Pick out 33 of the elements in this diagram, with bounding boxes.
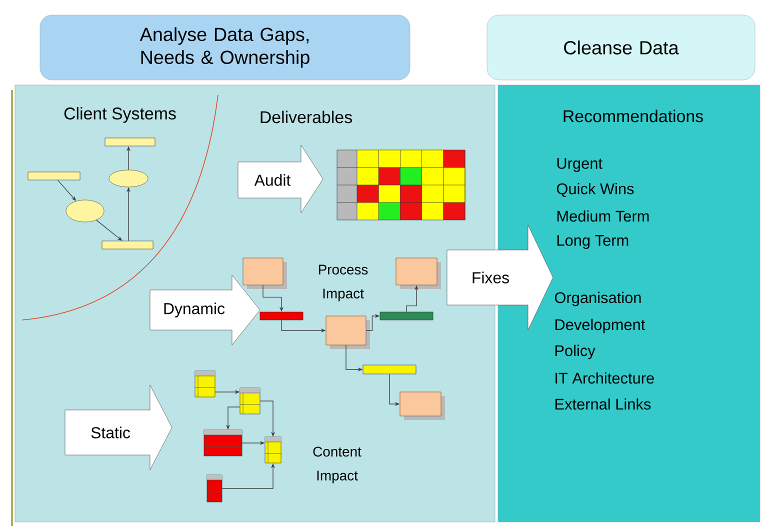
list-item: Medium Term xyxy=(557,210,649,222)
table-icon xyxy=(240,388,260,414)
bar-shape xyxy=(104,138,156,146)
section-heading: Recommendations xyxy=(564,110,703,122)
list-item: Development xyxy=(555,318,646,334)
header-banner: Cleanse Data xyxy=(486,14,756,80)
header-banner: Analyse Data Gaps, Needs & Ownership xyxy=(40,14,410,80)
process-box xyxy=(326,316,370,349)
section-heading: Deliverables xyxy=(260,110,352,124)
bar-shape xyxy=(380,312,434,320)
table-icon xyxy=(194,370,216,398)
bar-shape xyxy=(28,172,80,180)
bar-shape xyxy=(260,312,304,320)
table-icon xyxy=(264,436,282,464)
list-item: External Links xyxy=(555,398,651,410)
ellipse-shape xyxy=(66,200,104,222)
list-item: IT Architecture xyxy=(556,372,654,384)
process-box xyxy=(400,392,445,420)
bar-shape xyxy=(102,240,154,250)
table-icon xyxy=(206,474,222,502)
bar-shape xyxy=(362,364,416,374)
list-item: Policy xyxy=(555,344,596,360)
list-item: Quick Wins xyxy=(556,182,634,198)
list-item: Urgent xyxy=(557,158,602,172)
diagram-label: Process Impact xyxy=(318,264,368,302)
process-box xyxy=(242,258,287,289)
list-item: Organisation xyxy=(554,292,641,306)
ellipse-shape xyxy=(108,170,148,188)
diagram-label: Content Impact xyxy=(313,446,362,484)
table-icon xyxy=(204,430,242,456)
process-box xyxy=(396,258,441,289)
section-heading: Client Systems xyxy=(64,107,176,123)
list-item: Long Term xyxy=(557,235,628,249)
